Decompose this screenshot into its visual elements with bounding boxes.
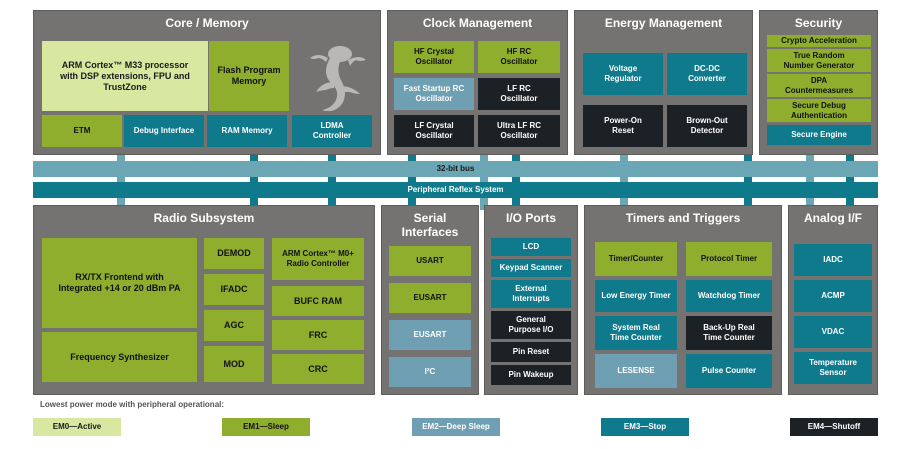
fast-startup-rc-oscillator-block: Fast Startup RC Oscillator <box>394 78 474 110</box>
frequency-synthesizer-block: Frequency Synthesizer <box>42 332 197 382</box>
security-title: Security <box>794 16 843 30</box>
timers-triggers-panel: Timers and Triggers Timer/Counter Protoc… <box>584 205 782 395</box>
ultra-lf-rc-oscillator-block: Ultra LF RC Oscillator <box>478 115 560 147</box>
core-memory-title: Core / Memory <box>165 16 249 30</box>
ram-memory-block: RAM Memory <box>207 115 287 147</box>
analog-if-title: Analog I/F <box>804 211 862 225</box>
crc-block: CRC <box>272 354 364 384</box>
etm-block: ETM <box>42 115 122 147</box>
low-energy-timer-block: Low Energy Timer <box>595 280 677 312</box>
power-on-reset-block: Power-On Reset <box>583 105 663 147</box>
pin-wakeup-block: Pin Wakeup <box>491 365 571 385</box>
legend-caption: Lowest power mode with peripheral operat… <box>40 400 225 409</box>
connector <box>846 150 854 210</box>
connector <box>250 150 258 210</box>
backup-rtc-block: Back-Up Real Time Counter <box>686 316 772 350</box>
32-bit-bus-label: 32-bit bus <box>436 164 475 173</box>
lf-rc-oscillator-block: LF RC Oscillator <box>478 78 560 110</box>
pin-reset-block: Pin Reset <box>491 342 571 362</box>
temperature-sensor-block: Temperature Sensor <box>794 352 872 384</box>
frc-block: FRC <box>272 320 364 350</box>
pulse-counter-block: Pulse Counter <box>686 354 772 388</box>
legend-em4: EM4—Shutoff <box>790 418 878 436</box>
prs-label: Peripheral Reflex System <box>407 185 504 194</box>
watchdog-timer-block: Watchdog Timer <box>686 280 772 312</box>
flash-block: Flash Program Memory <box>209 41 289 111</box>
timer-counter-block: Timer/Counter <box>595 242 677 276</box>
agc-block: AGC <box>204 310 264 341</box>
energy-management-panel: Energy Management Voltage Regulator DC-D… <box>574 10 753 155</box>
serial-interfaces-title: Serial Interfaces <box>401 211 459 239</box>
io-ports-title: I/O Ports <box>505 211 556 225</box>
i2c-block: I²C <box>389 357 471 387</box>
secure-debug-block: Secure Debug Authentication <box>767 99 871 122</box>
voltage-regulator-block: Voltage Regulator <box>583 53 663 95</box>
connector <box>806 150 814 210</box>
iadc-block: IADC <box>794 244 872 276</box>
clock-management-title: Clock Management <box>422 16 533 30</box>
legend-em0: EM0—Active <box>33 418 121 436</box>
gecko-logo-icon <box>300 38 376 116</box>
hf-rc-oscillator-block: HF RC Oscillator <box>478 41 560 73</box>
eusart-em2-block: EUSART <box>389 320 471 350</box>
legend-em2: EM2—Deep Sleep <box>412 418 500 436</box>
io-ports-panel: I/O Ports LCD Keypad Scanner External In… <box>484 205 578 395</box>
dpa-countermeasures-block: DPA Countermeasures <box>767 74 871 97</box>
connector <box>620 150 628 210</box>
radio-controller-block: ARM Cortex™ M0+ Radio Controller <box>272 238 364 280</box>
mod-block: MOD <box>204 346 264 382</box>
clock-management-panel: Clock Management HF Crystal Oscillator H… <box>387 10 568 155</box>
ifadc-block: IFADC <box>204 274 264 305</box>
security-panel: Security Crypto Acceleration True Random… <box>759 10 878 155</box>
radio-subsystem-title: Radio Subsystem <box>153 211 255 225</box>
system-rtc-block: System Real Time Counter <box>595 316 677 350</box>
gpio-block: General Purpose I/O <box>491 311 571 339</box>
connector <box>117 150 125 210</box>
ldma-block: LDMA Controller <box>292 115 372 147</box>
lcd-block: LCD <box>491 238 571 256</box>
cpu-block: ARM Cortex™ M33 processor with DSP exten… <box>42 41 208 111</box>
keypad-scanner-block: Keypad Scanner <box>491 259 571 277</box>
energy-management-title: Energy Management <box>604 16 723 30</box>
connector <box>408 150 416 210</box>
demod-block: DEMOD <box>204 238 264 269</box>
vdac-block: VDAC <box>794 316 872 348</box>
legend-em3: EM3—Stop <box>601 418 689 436</box>
peripheral-reflex-system-bus: Peripheral Reflex System <box>33 182 878 198</box>
hf-crystal-oscillator-block: HF Crystal Oscillator <box>394 41 474 73</box>
32-bit-bus: 32-bit bus <box>33 161 878 177</box>
serial-interfaces-panel: Serial Interfaces USART EUSART EUSART I²… <box>381 205 479 395</box>
lf-crystal-oscillator-block: LF Crystal Oscillator <box>394 115 474 147</box>
timers-triggers-title: Timers and Triggers <box>625 211 741 225</box>
protocol-timer-block: Protocol Timer <box>686 242 772 276</box>
lesense-block: LESENSE <box>595 354 677 388</box>
secure-engine-block: Secure Engine <box>767 125 871 145</box>
crypto-acceleration-block: Crypto Acceleration <box>767 35 871 47</box>
acmp-block: ACMP <box>794 280 872 312</box>
rx-tx-frontend-block: RX/TX Frontend with Integrated +14 or 20… <box>42 238 197 328</box>
usart-block: USART <box>389 246 471 276</box>
connector <box>328 150 336 210</box>
external-interrupts-block: External Interrupts <box>491 280 571 308</box>
dc-dc-converter-block: DC-DC Converter <box>667 53 747 95</box>
analog-if-panel: Analog I/F IADC ACMP VDAC Temperature Se… <box>788 205 878 395</box>
eusart-em1-block: EUSART <box>389 283 471 313</box>
radio-subsystem-panel: Radio Subsystem RX/TX Frontend with Inte… <box>33 205 375 395</box>
brown-out-detector-block: Brown-Out Detector <box>667 105 747 147</box>
legend-em1: EM1—Sleep <box>222 418 310 436</box>
connector <box>744 150 752 210</box>
connector <box>480 150 488 210</box>
connector <box>512 150 520 210</box>
core-memory-panel: Core / Memory ARM Cortex™ M33 processor … <box>33 10 381 155</box>
bufc-ram-block: BUFC RAM <box>272 286 364 316</box>
trng-block: True Random Number Generator <box>767 49 871 72</box>
debug-interface-block: Debug Interface <box>124 115 204 147</box>
